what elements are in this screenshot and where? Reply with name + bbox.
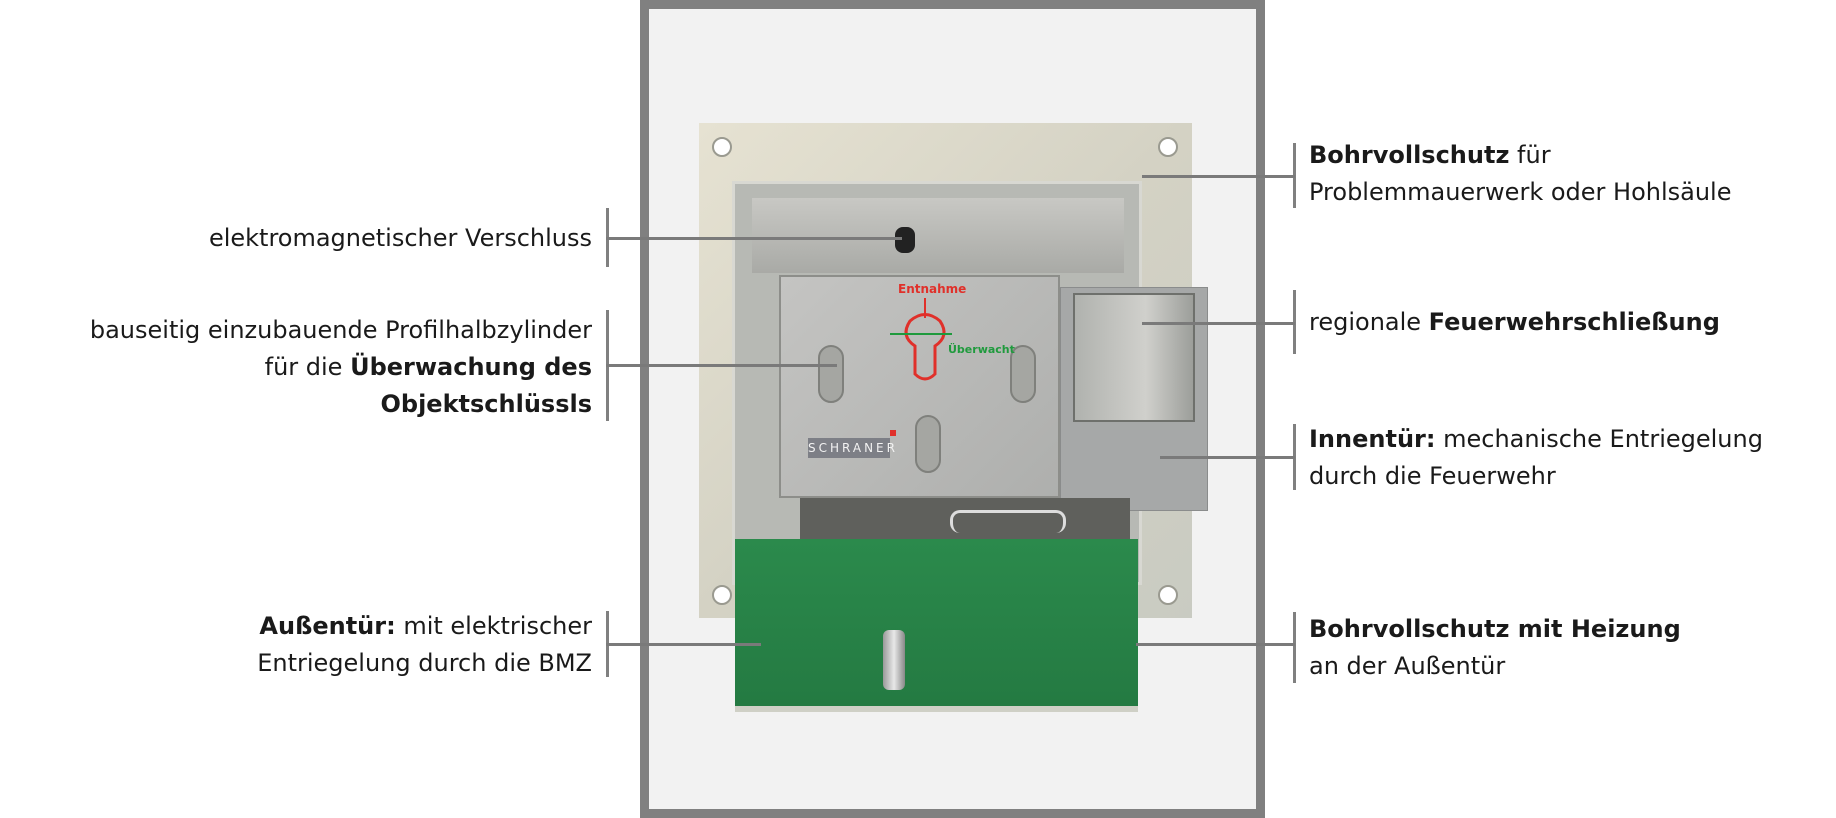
screw-hole [712,137,732,157]
electromagnetic-lock-housing [752,198,1124,273]
screw-hole [712,585,732,605]
bracket [1293,612,1296,683]
leader-line [1142,322,1295,325]
leader-line [606,237,902,240]
profile-cylinder [915,415,941,473]
schraner-logo: SCHRANER [808,438,895,458]
cable [950,510,1066,533]
leader-line [1142,175,1295,178]
logo-dot [890,430,896,436]
leader-line [1160,456,1295,459]
screw-hole [1158,137,1178,157]
fire-brigade-lock [1073,293,1195,422]
leader-line [1136,643,1295,646]
label-fire-brigade-lock: regionale Feuerwehrschließung [1309,308,1720,336]
label-heated-drill-protection: Bohrvollschutz mit Heizung an der Außent… [1309,615,1681,680]
leader-line [606,643,761,646]
profile-cylinder [818,345,844,403]
outer-door [735,539,1138,712]
door-knob [883,630,905,690]
marking-entnahme: Entnahme [898,282,967,296]
label-profile-cylinders: bauseitig einzubauende Profilhalbzylinde… [89,316,592,418]
profile-cylinder [1010,345,1036,403]
label-electromagnetic-lock: elektromagnetischer Verschluss [208,224,592,252]
cable-compartment [800,498,1130,543]
electromagnetic-lock [895,227,915,253]
leader-line [606,364,837,367]
cylinder-marking-icon [890,298,952,381]
label-drill-protection: Bohrvollschutz für Problemmauerwerk oder… [1309,141,1732,206]
label-outer-door: Außentür: mit elektrischer Entriegelung … [257,612,592,677]
label-inner-door: Innentür: mechanische Entriegelung durch… [1309,425,1763,490]
marking-ueberwacht: Überwacht [948,343,1015,356]
screw-hole [1158,585,1178,605]
